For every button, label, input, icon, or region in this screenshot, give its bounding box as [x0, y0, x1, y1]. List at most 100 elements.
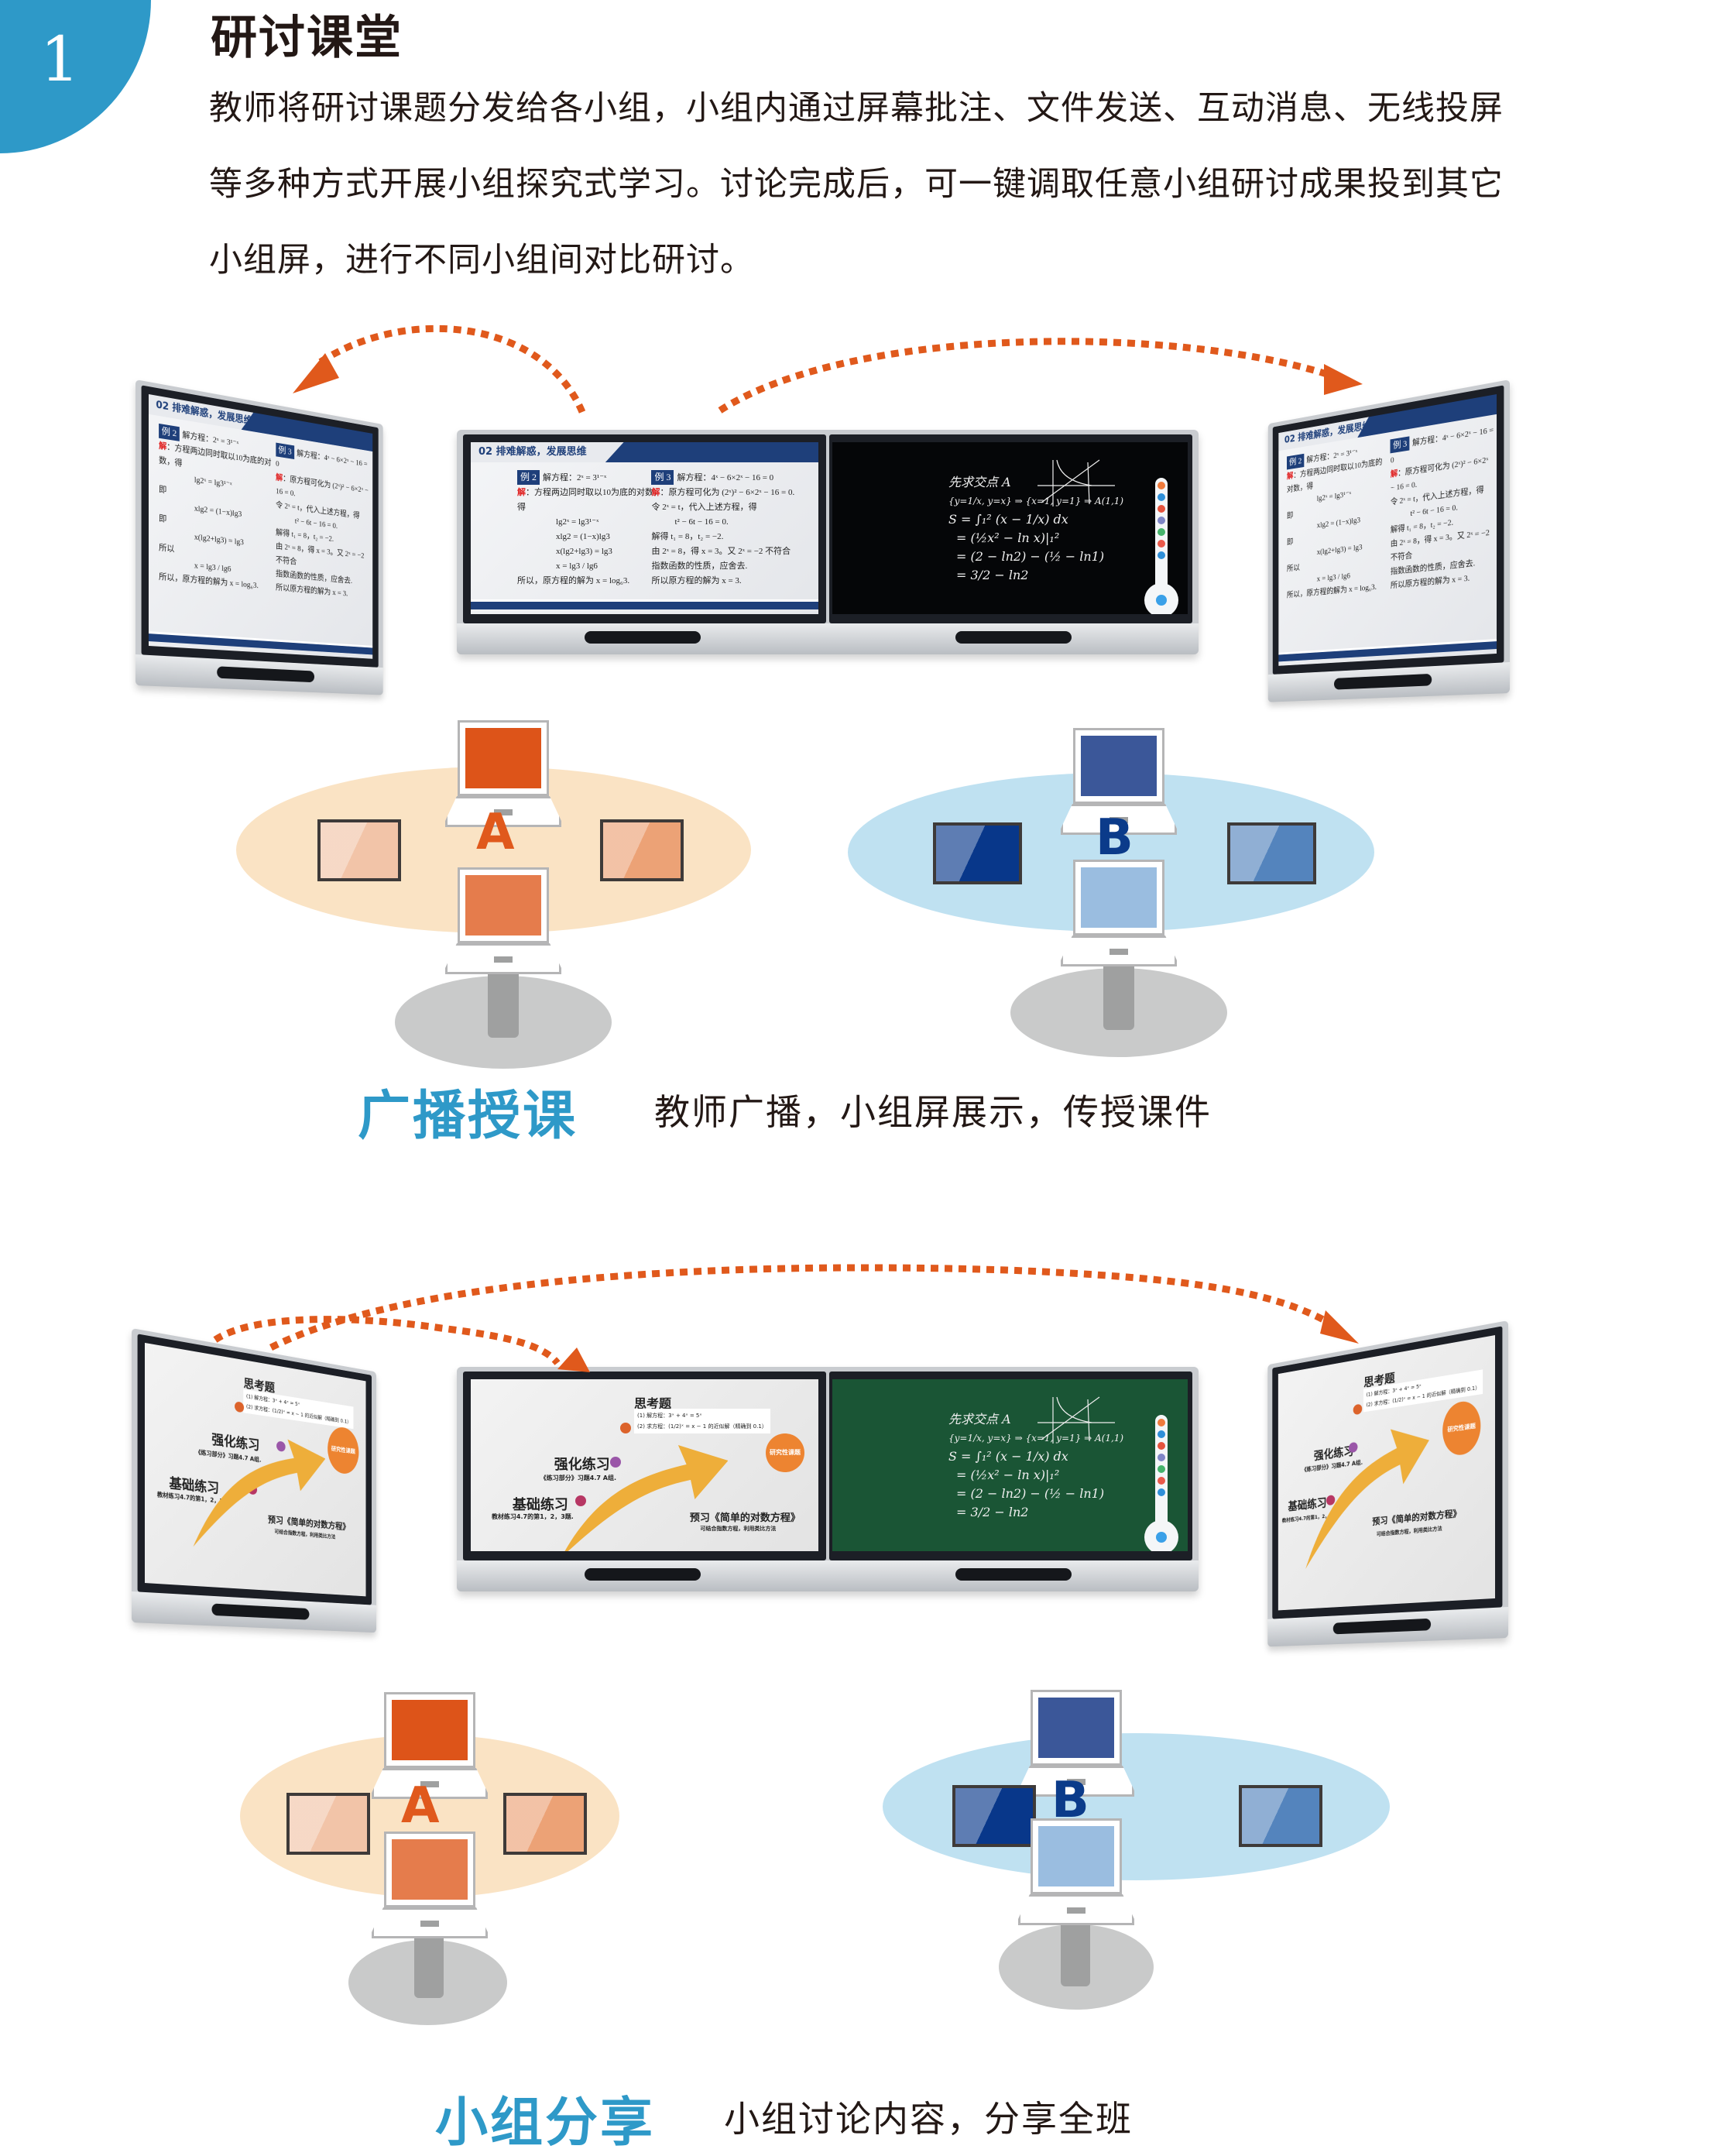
group-label: A	[476, 804, 515, 861]
board-line: S = ∫₁² (x − 1/x) dx	[948, 1449, 1068, 1464]
control-strip	[211, 1603, 310, 1620]
research-badge: 研究性课题	[1442, 1399, 1481, 1457]
tablet	[503, 1793, 587, 1855]
arrow-to-right-screen	[718, 338, 1333, 414]
solution-line: ：原方程可化为 (2ˣ)² − 6×2ˣ − 16 = 0.	[660, 488, 795, 497]
section-number-tab: 1	[0, 0, 151, 153]
control-strip	[584, 1568, 701, 1581]
think-item: (2) 求方程：(1/2)ˣ = x − 1 的近似解（精确到 0.1）	[637, 1423, 767, 1430]
mode-description: 教师广播，小组屏展示，传授课件	[654, 1091, 1212, 1133]
arrow-to-right-screen	[269, 1264, 1334, 1351]
board-toolbar[interactable]	[1144, 478, 1178, 614]
tool-icon[interactable]	[1158, 1442, 1165, 1450]
tool-icon[interactable]	[1158, 1465, 1165, 1473]
tool-wheel[interactable]	[1144, 583, 1178, 614]
progress-arrow	[193, 1426, 326, 1557]
tool-icon[interactable]	[1158, 1477, 1165, 1485]
laptop	[1061, 728, 1177, 840]
research-badge: 研究性课题	[328, 1425, 359, 1476]
board-line: S = ∫₁² (x − 1/x) dx	[948, 512, 1068, 527]
laptop	[1018, 1690, 1134, 1802]
tool-icon[interactable]	[1158, 528, 1165, 536]
board-line: = (2 − ln2) − (½ − ln1)	[956, 549, 1105, 564]
control-strip	[584, 631, 701, 644]
solution-line: 所以，原方程的解为 x = log₆3.	[517, 576, 630, 585]
progress-arrow	[564, 1445, 729, 1551]
example-label: 例 2	[517, 470, 540, 485]
broadcast-arrows	[293, 324, 1363, 414]
slide-header: 02 排难解惑，发展思维	[471, 442, 624, 462]
tablet	[952, 1785, 1036, 1847]
solution-line: 指数函数的性质，应舍去.	[651, 561, 748, 571]
group-a-table: A	[232, 712, 790, 1069]
laptop	[1018, 1818, 1134, 1931]
board-toolbar[interactable]	[1144, 1415, 1178, 1551]
board-line: = 3/2 − ln2	[956, 1505, 1029, 1519]
laptop	[1061, 860, 1177, 972]
arrowhead-icon	[293, 353, 339, 393]
board-line: = (½x² − ln x)|₁²	[956, 530, 1060, 545]
arrow-to-teacher-board	[213, 1316, 561, 1366]
tool-icon[interactable]	[1158, 1488, 1165, 1496]
research-badge: 研究性课题	[766, 1433, 804, 1472]
tool-icon[interactable]	[1158, 505, 1165, 513]
board-notes: 先求交点 A {y=1/x, y=x} ⇒ {x=1, y=1} ⇒ A(1,1…	[948, 1410, 1123, 1522]
laptop	[445, 867, 561, 980]
intro-line-3: 小组屏，进行不同小组间对比研讨。	[209, 241, 754, 280]
step-title: 强化练习	[554, 1457, 610, 1473]
tablet	[317, 819, 401, 881]
think-item: (1) 解方程：3ˣ + 4ˣ = 5ˣ	[637, 1413, 702, 1419]
example-label: 例 3	[651, 470, 674, 485]
step-subtitle: 《练习部分》习题4.7 A组.	[540, 1475, 616, 1481]
tool-icon[interactable]	[1158, 1430, 1165, 1438]
tablet	[1227, 822, 1316, 884]
group-label: B	[1096, 809, 1134, 867]
arrow-to-left-screen	[315, 324, 586, 414]
tool-icon[interactable]	[1158, 1454, 1165, 1461]
board-line: = (2 − ln2) − (½ − ln1)	[956, 1486, 1105, 1501]
board-line: = 3/2 − ln2	[956, 568, 1029, 582]
board-notes: 先求交点 A {y=1/x, y=x} ⇒ {x=1, y=1} ⇒ A(1,1…	[948, 473, 1123, 585]
arrowhead-icon	[1324, 364, 1363, 395]
group-b-table: B	[836, 712, 1394, 1057]
tool-wheel[interactable]	[1144, 1520, 1178, 1551]
laptop	[445, 720, 561, 833]
think-box: (1) 解方程：3ˣ + 4ˣ = 5ˣ (2) 求方程：(1/2)ˣ = x …	[634, 1409, 770, 1433]
solution-line: ：方程两边同时取以10为底的对数，得	[517, 488, 662, 512]
solution-label: 解	[517, 488, 526, 497]
arrowhead-icon	[557, 1348, 590, 1372]
solution-line: x(lg2+lg3) = lg3	[556, 547, 612, 556]
step-subtitle: 教材练习4.7的第1，2，3题.	[491, 1513, 574, 1520]
mode-description: 小组讨论内容，分享全班	[724, 2098, 1133, 2140]
tool-icon[interactable]	[1158, 540, 1165, 548]
tool-icon[interactable]	[1158, 482, 1165, 489]
function-graph	[1037, 459, 1115, 506]
arrowhead-icon	[1320, 1310, 1359, 1344]
board-line: 先求交点 A	[948, 475, 1011, 489]
tablet	[1239, 1785, 1322, 1847]
board-line: 先求交点 A	[948, 1412, 1011, 1426]
function-graph	[1037, 1396, 1115, 1444]
solution-line: x = lg3 / lg6	[556, 561, 598, 571]
example-problem: 解方程：4ˣ − 6×2ˣ − 16 = 0	[677, 473, 774, 482]
group-b-table: B	[875, 1673, 1432, 2010]
greenboard: 先求交点 A {y=1/x, y=x} ⇒ {x=1, y=1} ⇒ A(1,1…	[832, 1379, 1188, 1551]
solution-line: 由 2ˣ = 8，得 x = 3。又 2ˣ = −2 不符合	[651, 547, 791, 556]
solution-line: xlg2 = (1−x)lg3	[556, 532, 610, 541]
solution-line: t² − 6t − 16 = 0.	[674, 517, 729, 527]
tablet	[286, 1793, 370, 1855]
sharing-arrows	[213, 1264, 1359, 1372]
solution-line: 令 2ˣ = t，代入上述方程，得	[651, 503, 757, 512]
tool-icon[interactable]	[1158, 493, 1165, 501]
tool-icon[interactable]	[1158, 1419, 1165, 1426]
tablet	[600, 819, 684, 881]
plan-slide: 思考题 (1) 解方程：3ˣ + 4ˣ = 5ˣ (2) 求方程：(1/2)ˣ …	[471, 1379, 818, 1551]
think-title: 思考题	[634, 1396, 672, 1411]
control-strip	[1332, 1618, 1432, 1635]
tool-icon[interactable]	[1158, 517, 1165, 524]
progress-arrow	[1305, 1423, 1430, 1569]
tool-icon[interactable]	[1158, 551, 1165, 559]
step-title: 预习《简单的对数方程》	[689, 1512, 801, 1524]
